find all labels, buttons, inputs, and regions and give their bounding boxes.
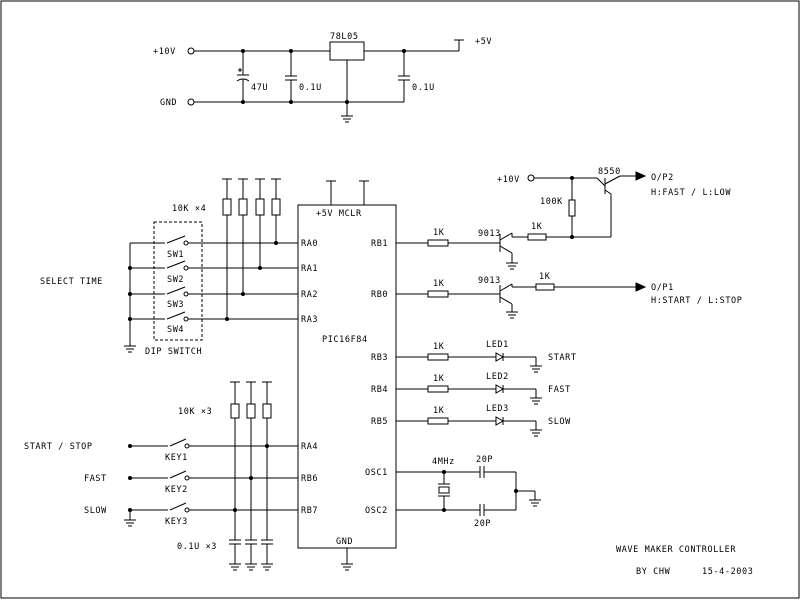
cap-47u-label: 47U [251,83,268,93]
res-100k-label: 100K [540,197,563,207]
mcu-body [297,204,397,549]
drawing-author: BY CHW [636,567,671,577]
gnd-label: GND [160,98,177,108]
mcu-part-label: PIC16F84 [322,335,368,345]
out-supply-label: +10V [497,175,520,185]
select-time-label: SELECT TIME [40,277,103,287]
transistor-q2-label: 9013 [478,276,501,286]
op1-desc: H:START / L:STOP [651,296,742,306]
led-fast-label: FAST [548,385,571,395]
pin-rb6-label: RB6 [301,474,318,484]
pnp-label: 8550 [598,167,621,177]
led-slow-label: SLOW [548,417,571,427]
pin-rb5-label: RB5 [371,417,388,427]
title-block: WAVE MAKER CONTROLLER BY CHW 15-4-2003 [616,545,753,577]
pin-ra2-label: RA2 [301,290,318,300]
pin-ra4-label: RA4 [301,442,318,452]
led2-label: LED2 [486,372,509,382]
res-q1-label: 1K [531,222,543,232]
sw4-label: SW4 [167,325,184,335]
led3-label: LED3 [486,404,509,414]
key-pullup-label: 10K ×3 [178,407,212,417]
pin-ra0-label: RA0 [301,239,318,249]
op2-desc: H:FAST / L:LOW [651,188,731,198]
start-stop-function-label: START / STOP [24,442,93,452]
regulator-label: 78L05 [330,32,359,42]
output-drivers: +10V 100K 1K 9013 1K 8550 O/P2 H:FAST / … [396,167,742,319]
power-output-label: +5V [475,37,492,47]
pin-osc1-label: OSC1 [365,468,388,478]
led-start-label: START [548,353,577,363]
dip-switch-label: DIP SWITCH [145,347,202,357]
power-input-label: +10V [153,47,176,57]
drawing-date: 15-4-2003 [702,567,753,577]
pic16f84-mcu: +5V MCLR PIC16F84 GND RA0 RA1 RA2 RA3 RA… [297,180,397,571]
led2-res-label: 1K [433,374,445,384]
res-q2-label: 1K [539,272,551,282]
osc-cap2-label: 20P [474,519,491,529]
oscillator: 4MHz 20P 20P [396,455,541,529]
mcu-gnd-label: GND [336,537,353,547]
op1-label: O/P1 [651,283,674,293]
crystal-label: 4MHz [432,457,455,467]
dip-pullup-label: 10K ×4 [172,204,206,214]
key3-label: KEY3 [165,517,188,527]
dip-switch-block [153,221,203,341]
key-cap-label: 0.1U ×3 [177,542,217,552]
regulator-78l05 [329,41,365,61]
pin-rb1-label: RB1 [371,239,388,249]
pin-rb4-label: RB4 [371,385,388,395]
key1-label: KEY1 [165,453,188,463]
sw3-label: SW3 [167,300,184,310]
keys-section: 10K ×3 START / STOP FAST SLOW KEY1 KEY2 … [24,381,298,571]
sw1-label: SW1 [167,250,184,260]
led3-res-label: 1K [433,406,445,416]
power-supply: +10V GND 78L05 +5V 47U 0.1U 0.1U [153,32,492,123]
res-rb1-label: 1K [433,228,445,238]
pin-ra3-label: RA3 [301,315,318,325]
cap-supply-1-label: 0.1U [299,83,322,93]
transistor-q1-label: 9013 [478,229,501,239]
pin-rb0-label: RB0 [371,290,388,300]
fast-function-label: FAST [84,474,107,484]
led1-label: LED1 [486,340,509,350]
pin-osc2-label: OSC2 [365,506,388,516]
led-indicators: 1K 1K 1K LED1 LED2 LED3 START FAST SLOW [396,340,577,437]
osc-cap1-label: 20P [476,455,493,465]
mcu-top-pins-label: +5V MCLR [316,209,362,219]
dip-switch-section: 10K ×4 SELECT TIME SW1 SW2 SW3 SW4 DIP S… [40,178,298,357]
pin-ra1-label: RA1 [301,264,318,274]
led1-res-label: 1K [433,342,445,352]
drawing-title: WAVE MAKER CONTROLLER [616,545,736,555]
slow-function-label: SLOW [84,506,107,516]
pin-rb3-label: RB3 [371,353,388,363]
pin-rb7-label: RB7 [301,506,318,516]
key2-label: KEY2 [165,485,188,495]
res-rb0-label: 1K [433,279,445,289]
sw2-label: SW2 [167,275,184,285]
cap-supply-2-label: 0.1U [412,83,435,93]
op2-label: O/P2 [651,173,674,183]
